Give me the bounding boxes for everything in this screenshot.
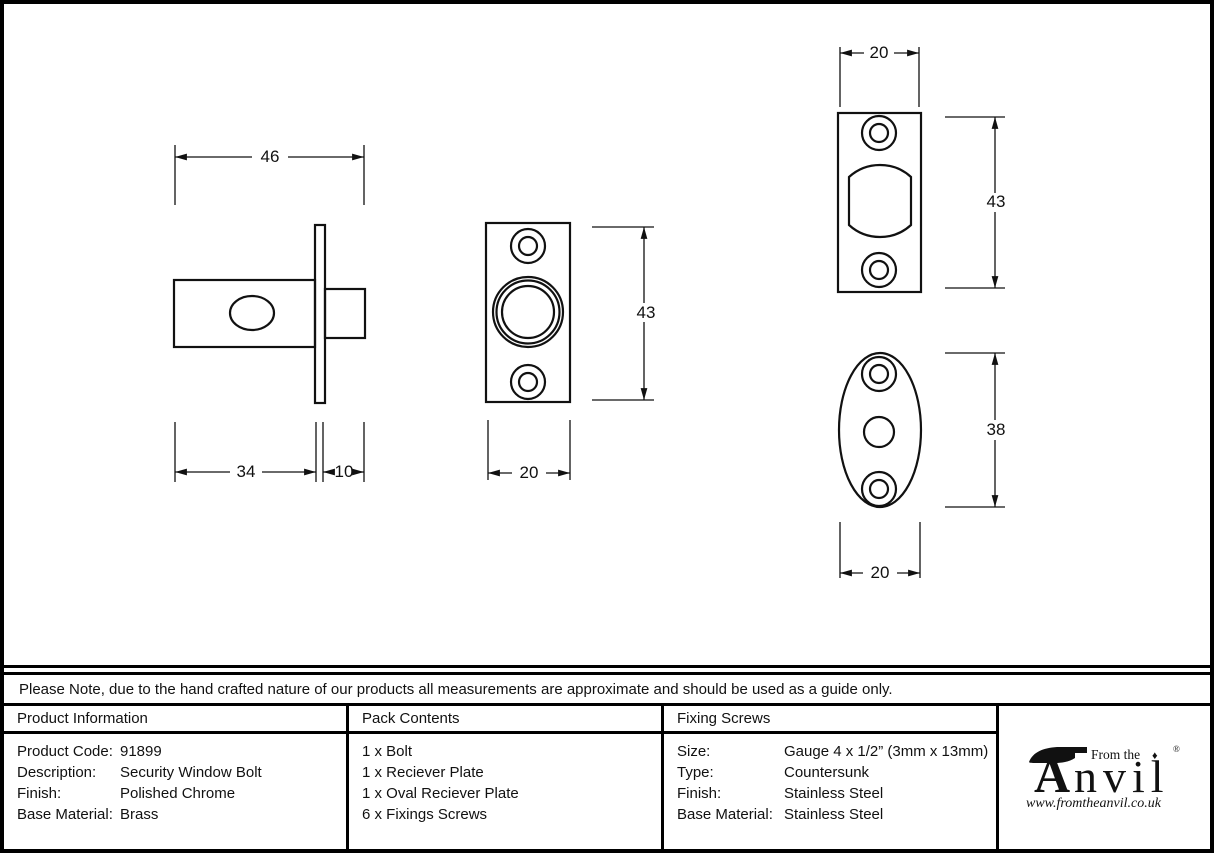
- bolt-front-width-label: 20: [520, 463, 539, 482]
- bolt-oval-hole: [228, 294, 276, 332]
- faceplate-outline: [484, 221, 572, 404]
- screw-hole-inner: [868, 363, 890, 385]
- diamond-icon: ♦: [1152, 750, 1158, 762]
- screw-hole: [860, 251, 898, 289]
- bolt-side-view: 46 34 10: [172, 145, 367, 482]
- screw-hole: [860, 355, 898, 393]
- row-label: Size:: [677, 743, 711, 760]
- table-divider: [996, 706, 999, 849]
- screw-hole-inner: [517, 235, 539, 257]
- row-value: Stainless Steel: [784, 785, 884, 802]
- product-information-column: Product Code: 91899 Description: Securit…: [17, 741, 262, 825]
- table-row: Finish: Polished Chrome: [17, 783, 262, 804]
- row-value: Brass: [120, 806, 159, 823]
- receiver-plate-view: 20 43: [836, 43, 1006, 294]
- table-row: Base Material: Brass: [17, 804, 262, 825]
- row-label: Base Material:: [17, 806, 113, 823]
- extension-lines: [487, 226, 654, 480]
- row-value: Stainless Steel: [784, 806, 884, 823]
- oval-receiver-plate-view: 38 20: [837, 351, 1006, 582]
- receiver-plate-height-label: 43: [987, 192, 1006, 211]
- bolt-ring-mid: [495, 279, 561, 345]
- fixing-screws-header: Fixing Screws: [677, 710, 771, 727]
- table-row: Finish: Stainless Steel: [677, 783, 988, 804]
- bolt-head-depth-label: 10: [335, 462, 354, 481]
- brand-logo: A nvil From the ♦ ® www.fromtheanvil.co.…: [1024, 742, 1190, 814]
- bolt-ring-outer: [491, 275, 565, 349]
- logo-prefix: From the: [1091, 747, 1140, 762]
- latch-cutout: [847, 163, 913, 239]
- table-divider: [346, 706, 349, 849]
- anvil-icon: [1029, 747, 1087, 763]
- table-row: Product Code: 91899: [17, 741, 262, 762]
- plate-outline: [836, 111, 923, 294]
- extension-lines: [174, 145, 365, 482]
- registered-mark: ®: [1173, 744, 1180, 754]
- screw-hole: [860, 114, 898, 152]
- screw-hole: [860, 470, 898, 508]
- drawing-area-bottom-border: [4, 665, 1210, 668]
- screw-hole-inner: [868, 122, 890, 144]
- extension-lines: [839, 47, 1005, 289]
- bolt-front-view: 43 20: [484, 221, 656, 482]
- note-text: Please Note, due to the hand crafted nat…: [19, 680, 893, 698]
- row-label: Description:: [17, 764, 97, 781]
- list-item: 1 x Bolt: [362, 743, 413, 760]
- row-label: Base Material:: [677, 806, 773, 823]
- bolt-head: [323, 287, 367, 340]
- screw-hole-inner: [868, 259, 890, 281]
- bolt-overall-length-label: 46: [261, 147, 280, 166]
- list-item: 6 x Fixings Screws: [362, 806, 488, 823]
- fixing-screws-column: Size: Gauge 4 x 1/2” (3mm x 13mm) Type: …: [677, 741, 988, 825]
- row-value: Gauge 4 x 1/2” (3mm x 13mm): [784, 743, 989, 760]
- anvil-logo: A nvil From the ♦ ® www.fromtheanvil.co.…: [1026, 744, 1180, 811]
- screw-hole-inner: [868, 478, 890, 500]
- pack-contents-column: 1 x Bolt 1 x Reciever Plate 1 x Oval Rec…: [362, 741, 519, 825]
- product-information-header: Product Information: [17, 710, 148, 727]
- bolt-front-height-label: 43: [637, 303, 656, 322]
- row-label: Finish:: [677, 785, 722, 802]
- screw-hole: [509, 227, 547, 265]
- bolt-hole: [862, 415, 896, 449]
- oval-plate-width-label: 20: [871, 563, 890, 582]
- logo-name-rest: nvil: [1074, 751, 1170, 802]
- bolt-ring-inner: [500, 284, 556, 340]
- screw-hole: [509, 363, 547, 401]
- table-row: Size: Gauge 4 x 1/2” (3mm x 13mm): [677, 741, 988, 762]
- table-header-underline: [4, 731, 999, 734]
- row-value: Polished Chrome: [120, 785, 236, 802]
- table-row: Type: Countersunk: [677, 762, 988, 783]
- pack-contents-header: Pack Contents: [362, 710, 460, 727]
- screw-hole-inner: [517, 371, 539, 393]
- table-row: Description: Security Window Bolt: [17, 762, 262, 783]
- table-divider: [661, 706, 664, 849]
- table-row: Base Material: Stainless Steel: [677, 804, 988, 825]
- extension-lines: [839, 352, 1005, 578]
- receiver-plate-width-label: 20: [870, 43, 889, 62]
- list-item: 1 x Reciever Plate: [362, 764, 484, 781]
- note-box: Please Note, due to the hand crafted nat…: [4, 672, 1210, 706]
- row-value: Security Window Bolt: [120, 764, 262, 781]
- oval-plate-height-label: 38: [987, 420, 1006, 439]
- row-value: Countersunk: [784, 764, 870, 781]
- logo-website: www.fromtheanvil.co.uk: [1026, 796, 1162, 811]
- row-label: Type:: [677, 764, 714, 781]
- row-label: Finish:: [17, 785, 62, 802]
- list-item: 1 x Oval Reciever Plate: [362, 785, 519, 802]
- row-label: Product Code:: [17, 743, 113, 760]
- bolt-body-length-label: 34: [237, 462, 256, 481]
- technical-drawing: 46 34 10 43 20: [172, 43, 1006, 582]
- row-value: 91899: [120, 743, 162, 760]
